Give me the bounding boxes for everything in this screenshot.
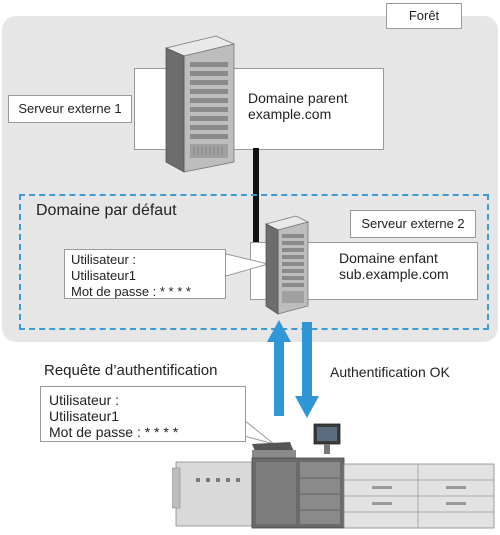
server-credentials-callout: Utilisateur : Utilisateur1 Mot de passe … <box>64 249 226 299</box>
auth-ok-label: Authentification OK <box>330 364 450 380</box>
child-domain-value: sub.example.com <box>339 266 449 282</box>
parent-domain-name: Domaine parent <box>248 90 348 106</box>
auth-response-arrow <box>295 322 319 418</box>
external-server-2-label: Serveur externe 2 <box>350 210 476 238</box>
request-callout-password: Mot de passe : * * * * <box>49 424 179 440</box>
child-server-icon <box>264 215 310 315</box>
request-callout-user-label: Utilisateur : <box>49 392 120 408</box>
server-callout-user-label: Utilisateur : <box>71 252 137 267</box>
default-domain-area <box>19 194 489 330</box>
request-credentials-callout: Utilisateur : Utilisateur1 Mot de passe … <box>40 386 246 442</box>
parent-domain-text: Domaine parent example.com <box>248 90 348 122</box>
printer-icon <box>172 423 495 529</box>
parent-domain-value: example.com <box>248 106 332 122</box>
parent-server-icon <box>164 35 236 173</box>
server-callout-password: Mot de passe : * * * * <box>71 284 191 299</box>
auth-request-label: Requête d’authentification <box>44 362 218 379</box>
auth-request-arrow <box>267 320 291 416</box>
request-callout-user-value: Utilisateur1 <box>49 408 120 424</box>
child-domain-name: Domaine enfant <box>339 250 438 266</box>
external-server-1-label: Serveur externe 1 <box>8 95 132 123</box>
parent-child-connector <box>253 148 259 246</box>
server-callout-user-value: Utilisateur1 <box>71 268 137 283</box>
default-domain-label: Domaine par défaut <box>36 202 177 219</box>
forest-label: Forêt <box>386 3 462 29</box>
child-domain-text: Domaine enfant sub.example.com <box>339 250 449 282</box>
